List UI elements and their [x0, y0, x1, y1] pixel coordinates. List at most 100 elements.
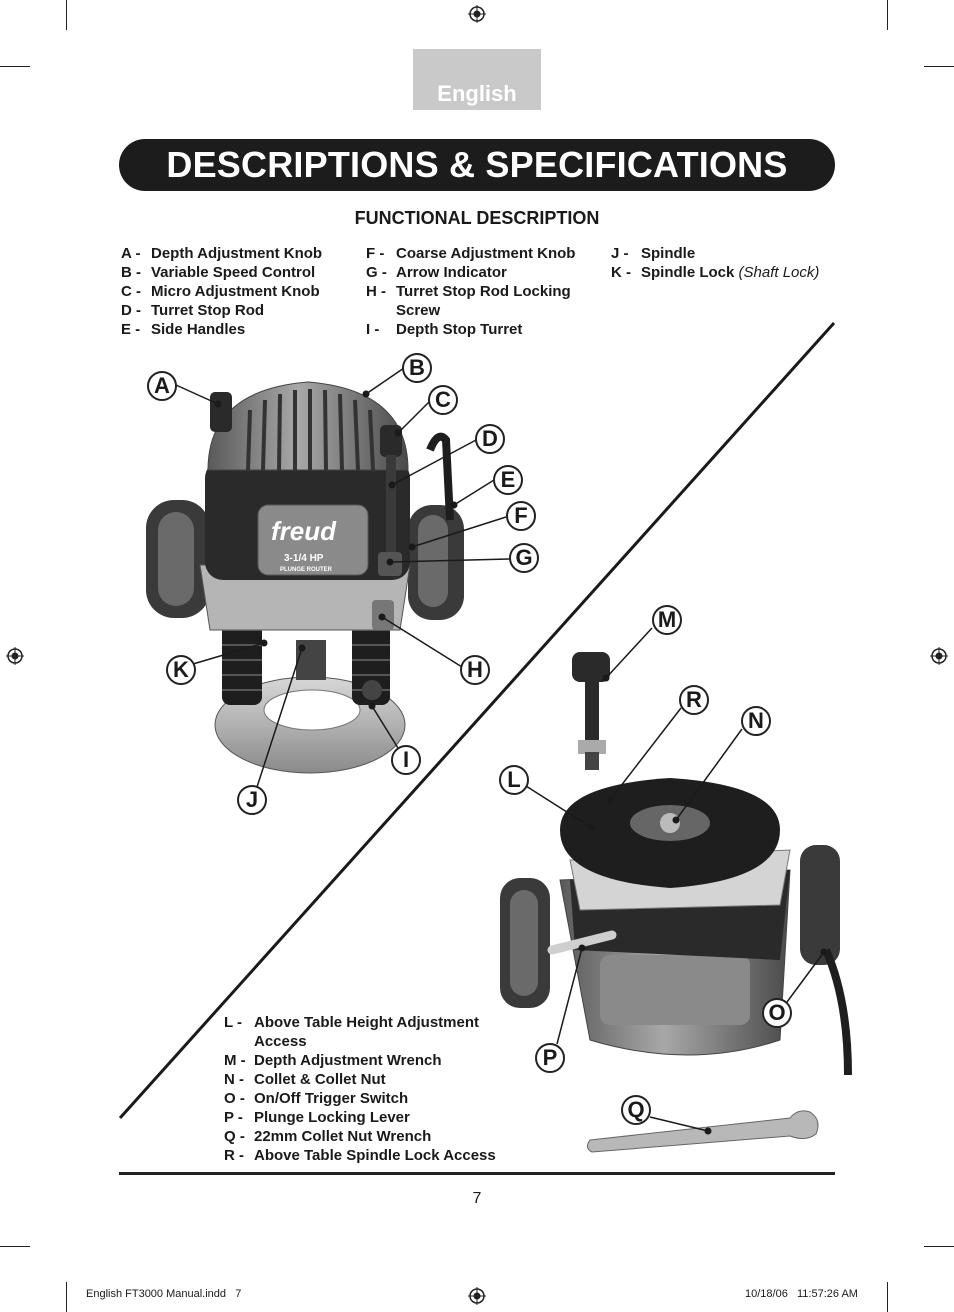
part-key: J -	[611, 245, 629, 262]
divider-line	[118, 321, 836, 1120]
crop-mark	[924, 1246, 954, 1247]
part-label: Depth Stop Turret	[396, 321, 523, 338]
router-brand: freud	[271, 516, 337, 546]
list-item: I - Depth Stop Turret	[366, 320, 575, 339]
part-label: Depth Adjustment Wrench	[254, 1052, 442, 1069]
footer-timestamp: 10/18/06 11:57:26 AM	[745, 1288, 858, 1300]
part-key: C -	[121, 283, 141, 300]
crop-mark	[887, 0, 888, 30]
crop-mark	[0, 66, 30, 67]
router-type: PLUNGE ROUTER	[280, 567, 333, 573]
part-label: Above Table Height Adjustment	[254, 1014, 480, 1031]
part-key: H -	[366, 283, 386, 300]
part-key: O -	[224, 1090, 245, 1107]
callout-h: H	[460, 655, 490, 685]
callout-o: O	[762, 998, 792, 1028]
list-item: J - Spindle	[611, 244, 819, 263]
plunge-router-table	[500, 652, 852, 1153]
part-key: D -	[121, 302, 141, 319]
part-key: G -	[366, 264, 387, 281]
part-label: Side Handles	[151, 321, 246, 338]
part-key: K -	[611, 264, 631, 281]
part-label: Turret Stop Rod Locking	[396, 283, 571, 300]
crop-mark	[66, 1282, 67, 1312]
part-label: Screw	[396, 302, 441, 319]
callout-l: L	[499, 765, 529, 795]
part-key: L -	[224, 1014, 243, 1031]
part-label: Micro Adjustment Knob	[151, 283, 320, 300]
callout-b: B	[402, 353, 432, 383]
router-model: 3-1/4 HP	[284, 553, 324, 564]
list-item: Screw	[366, 301, 575, 320]
part-key: I -	[366, 321, 380, 338]
part-key: F -	[366, 245, 385, 262]
registration-mark-icon	[468, 5, 486, 23]
list-item: L - Above Table Height Adjustment	[224, 1013, 496, 1032]
callout-q: Q	[621, 1095, 651, 1125]
callout-p: P	[535, 1043, 565, 1073]
part-key: M -	[224, 1052, 246, 1069]
part-label: Depth Adjustment Knob	[151, 245, 323, 262]
part-key: B -	[121, 264, 141, 281]
part-label: Above Table Spindle Lock Access	[254, 1147, 496, 1164]
page-number: 7	[472, 1190, 482, 1207]
registration-mark-icon	[930, 647, 948, 665]
registration-mark-icon	[468, 1287, 486, 1305]
part-label: Turret Stop Rod	[151, 302, 265, 319]
part-label: Access	[254, 1033, 307, 1050]
list-item: Q - 22mm Collet Nut Wrench	[224, 1127, 496, 1146]
part-label: 22mm Collet Nut Wrench	[254, 1128, 432, 1145]
parts-list-col3: J - Spindle K - Spindle Lock (Shaft Lock)	[611, 244, 819, 282]
part-label: Plunge Locking Lever	[254, 1109, 410, 1126]
page-title: DESCRIPTIONS & SPECIFICATIONS	[119, 139, 835, 191]
part-label: Collet & Collet Nut	[254, 1071, 386, 1088]
plunge-router-front: freud 3-1/4 HP PLUNGE ROUTER	[146, 381, 464, 774]
crop-mark	[887, 1282, 888, 1312]
list-item: G - Arrow Indicator	[366, 263, 575, 282]
list-item: C - Micro Adjustment Knob	[121, 282, 322, 301]
callout-e: E	[493, 465, 523, 495]
crop-mark	[0, 1246, 30, 1247]
part-label: Variable Speed Control	[151, 264, 316, 281]
part-label: Arrow Indicator	[396, 264, 507, 281]
callout-a: A	[147, 371, 177, 401]
list-item: P - Plunge Locking Lever	[224, 1108, 496, 1127]
footer-filename: English FT3000 Manual.indd 7	[86, 1288, 242, 1300]
list-item: E - Side Handles	[121, 320, 322, 339]
callout-g: G	[509, 543, 539, 573]
list-item: K - Spindle Lock (Shaft Lock)	[611, 263, 819, 282]
part-key: R -	[224, 1147, 244, 1164]
list-item: Access	[224, 1032, 496, 1051]
callout-c: C	[428, 385, 458, 415]
callout-k: K	[166, 655, 196, 685]
parts-list-col1: A - Depth Adjustment Knob B - Variable Spe…	[121, 244, 322, 339]
callout-n: N	[741, 706, 771, 736]
list-item: M - Depth Adjustment Wrench	[224, 1051, 496, 1070]
callout-i: I	[391, 745, 421, 775]
callout-j: J	[237, 785, 267, 815]
list-item: A - Depth Adjustment Knob	[121, 244, 322, 263]
part-key: A -	[121, 245, 141, 262]
part-label: Coarse Adjustment Knob	[396, 245, 576, 262]
callout-r: R	[679, 685, 709, 715]
list-item: F - Coarse Adjustment Knob	[366, 244, 575, 263]
list-item: N - Collet & Collet Nut	[224, 1070, 496, 1089]
parts-list-col2: F - Coarse Adjustment Knob G - Arrow Indic…	[366, 244, 575, 339]
part-key	[224, 1032, 254, 1051]
part-key: N -	[224, 1071, 244, 1088]
callout-f: F	[506, 501, 536, 531]
part-key: Q -	[224, 1128, 245, 1145]
crop-mark	[924, 66, 954, 67]
parts-list-bottom: L -Above Table Height Adjustment Access …	[224, 1013, 496, 1165]
part-key: E -	[121, 321, 141, 338]
part-label: Spindle Lock	[641, 264, 735, 281]
crop-mark	[66, 0, 67, 30]
part-key: P -	[224, 1109, 243, 1126]
part-label: Spindle	[641, 245, 696, 262]
callout-m: M	[652, 605, 682, 635]
part-label: On/Off Trigger Switch	[254, 1090, 409, 1107]
footer-rule	[119, 1172, 835, 1175]
section-title: FUNCTIONAL DESCRIPTION	[354, 208, 600, 228]
part-note: (Shaft Lock)	[738, 264, 820, 281]
